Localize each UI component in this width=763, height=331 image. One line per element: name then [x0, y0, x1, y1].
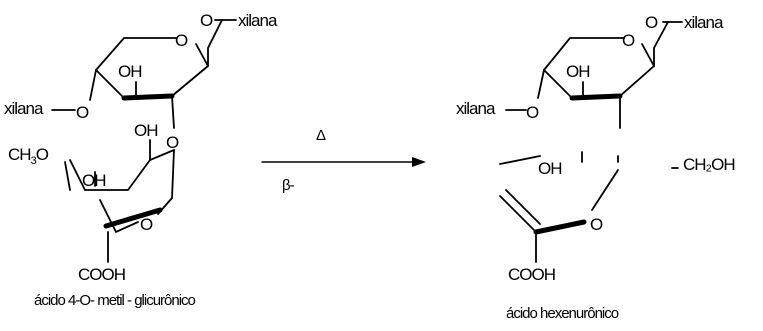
left-lower-ring-bond: [69, 159, 151, 191]
left-bond-to-bridge: [171, 95, 175, 129]
right-upper-ring-wedge: [569, 93, 623, 101]
left-bond-to-xylan-top: [207, 19, 223, 67]
reaction-arrow: Δ β-: [261, 127, 426, 194]
left-lower-ring-bond: [149, 149, 175, 161]
right-oh-partial: OH: [538, 159, 562, 178]
right-o-link-left: O: [526, 103, 539, 122]
right-upper-ring-bond: [543, 69, 573, 99]
right-lower-ring-double: [505, 189, 541, 225]
right-upper-ring-bond: [619, 65, 655, 97]
left-upper-ring-wedge: [121, 93, 175, 101]
right-bond-o-left: [537, 69, 545, 99]
left-o-glyco-top: O: [200, 11, 213, 30]
left-molecule: O xilana O OH xilana O OH O CH3O OH O CO…: [4, 11, 279, 309]
left-ch3o-label: CH3O: [8, 145, 49, 167]
right-cooh: COOH: [508, 265, 555, 284]
left-ring-oxygen-upper: O: [175, 31, 188, 50]
left-compound-name: ácido 4-O- metil - glicurônico: [34, 292, 196, 309]
right-upper-ring-bond: [543, 37, 625, 71]
right-bond-to-xylan-top: [653, 21, 669, 67]
right-compound-name: ácido hexenurônico: [506, 305, 619, 322]
left-cooh: COOH: [78, 265, 125, 284]
left-upper-ring-bond: [171, 65, 209, 97]
right-ring-oxygen-lower: O: [590, 215, 603, 234]
right-molecule: O xilana O OH xilana O CH₂OH OH O COOH á…: [456, 13, 736, 322]
left-oh-low: OH: [82, 171, 106, 190]
left-o-link-left: O: [76, 103, 89, 122]
left-oh-top: OH: [118, 62, 142, 81]
right-lower-ring-bond: [591, 169, 619, 211]
left-ch3o-ch: CH: [8, 145, 31, 164]
left-bond-o-left: [89, 69, 97, 101]
left-upper-ring-bond: [195, 43, 209, 67]
left-oh-mid: OH: [134, 121, 158, 140]
left-o-bridge: O: [166, 133, 179, 152]
left-lower-ring-bond: [157, 149, 175, 215]
right-xylan-left: xilana: [456, 99, 496, 118]
arrow-condition-below: β-: [282, 177, 295, 194]
left-upper-ring-bond: [95, 37, 177, 71]
arrow-head: [412, 157, 426, 167]
left-ring-oxygen-lower: O: [140, 215, 153, 234]
left-xylan-left: xilana: [4, 99, 44, 118]
right-xylan-top: xilana: [684, 13, 724, 32]
right-lower-ring-bond: [499, 155, 541, 165]
left-ch3o-o: O: [36, 145, 49, 164]
left-ch3o-sub: 3: [31, 155, 37, 167]
right-ring-oxygen-upper: O: [622, 31, 635, 50]
left-upper-ring-bond: [95, 69, 125, 99]
left-lower-ring-bond: [99, 199, 139, 234]
right-o-glyco-top: O: [645, 13, 658, 32]
right-upper-ring-bond: [641, 43, 655, 67]
right-lower-ring-bond: [499, 195, 537, 233]
left-lower-ring-wedge: [103, 207, 163, 229]
right-lower-ring-wedge: [533, 219, 587, 235]
arrow-condition-above: Δ: [316, 127, 326, 144]
right-oh-top: OH: [566, 62, 590, 81]
right-ch2oh: CH₂OH: [683, 155, 735, 174]
left-bond-ch3o: [64, 161, 71, 191]
left-xylan-top: xilana: [238, 11, 278, 30]
